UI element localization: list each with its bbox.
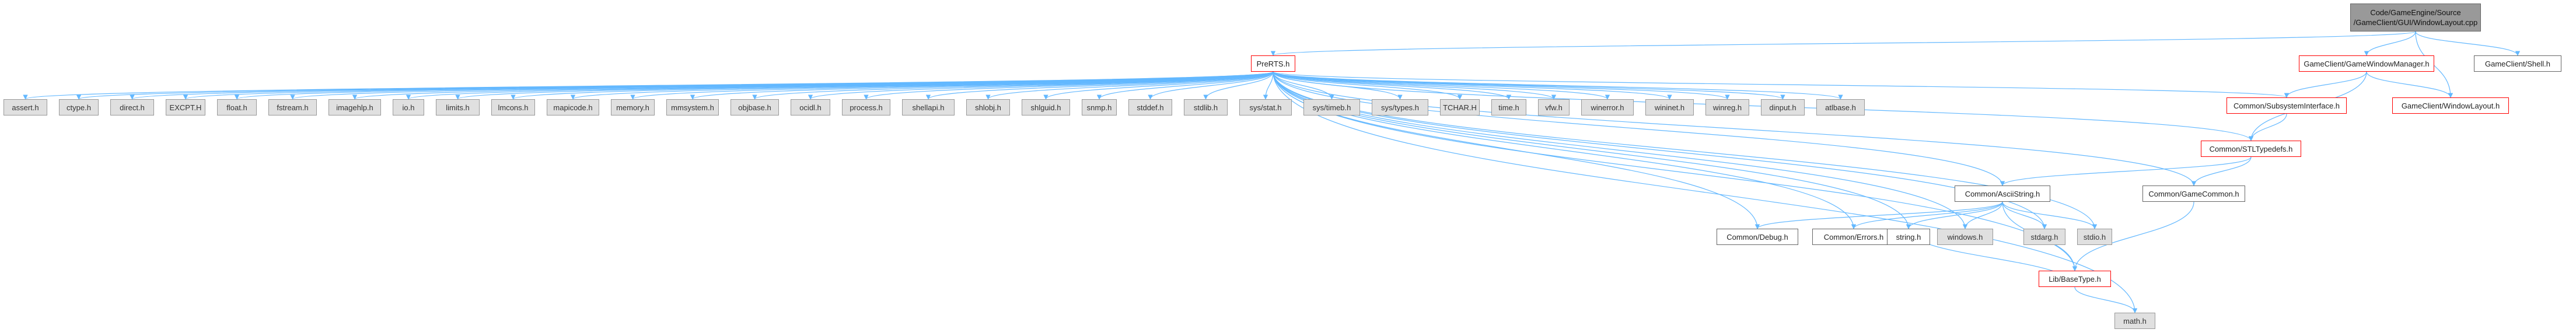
edge-gwm-to-wl [2366, 71, 2453, 98]
node-debug[interactable]: Common/Debug.h [1717, 229, 1798, 245]
node-math-h[interactable]: math.h [2114, 313, 2155, 329]
system-header-process-h[interactable]: process.h [842, 99, 890, 116]
system-header-time-h[interactable]: time.h [1491, 99, 1526, 116]
system-header-winreg-h[interactable]: winreg.h [1705, 99, 1749, 116]
system-header-stddef-h[interactable]: stddef.h [1128, 99, 1172, 116]
system-header-fstream-h[interactable]: fstream.h [268, 99, 317, 116]
edge-prerts-to-system-header-atlbase-h [1273, 71, 1843, 100]
edge-root-to-node-game-window-manager [2364, 31, 2416, 56]
edge-prerts-to-system-header-stddef-h [1148, 71, 1274, 100]
node-game-window-manager[interactable]: GameClient/GameWindowManager.h [2299, 55, 2434, 72]
edge-prerts-to-system-header-time-h [1273, 71, 1512, 100]
edge-prerts-to-node-ascii-string [1273, 71, 2005, 186]
system-header-mapicode-h[interactable]: mapicode.h [547, 99, 599, 116]
node-base-type[interactable]: Lib/BaseType.h [2039, 271, 2111, 287]
system-header-mmsystem-h[interactable]: mmsystem.h [666, 99, 719, 116]
edge-basetype-to-math [2074, 286, 2138, 313]
edge-prerts-to-system-header-snmp-h [1096, 71, 1274, 100]
edge-prerts-to-system-header-wininet-h [1273, 71, 1672, 100]
edge-stl-to-ascii [2000, 156, 2252, 186]
edge-prerts-to-system-header-float-h [235, 71, 1274, 100]
system-header-snmp-h[interactable]: snmp.h [1082, 99, 1117, 116]
node-subsystem-interface[interactable]: Common/SubsystemInterface.h [2227, 97, 2347, 114]
edge-prerts-to-node-string-h [1273, 71, 1911, 229]
system-header-io-h[interactable]: io.h [393, 99, 424, 116]
system-header-objbase-h[interactable]: objbase.h [730, 99, 779, 116]
node-string-h[interactable]: string.h [1887, 229, 1930, 245]
system-header-shlobj-h[interactable]: shlobj.h [966, 99, 1010, 116]
edge-prerts-to-system-header-shlobj-h [985, 71, 1274, 100]
edge-ascii-to-node-string-h [1906, 201, 2003, 229]
edge-gamecommon-to-basetype [2072, 201, 2194, 271]
system-header-winerror-h[interactable]: winerror.h [1581, 99, 1634, 116]
edge-prerts-to-system-header-winerror-h [1273, 71, 1610, 100]
root-label-line-2: /GameClient/GUI/WindowLayout.cpp [2353, 18, 2478, 27]
root-node[interactable]: Code/GameEngine/Source /GameClient/GUI/W… [2350, 4, 2481, 32]
system-header-wininet-h[interactable]: wininet.h [1645, 99, 1694, 116]
edge-ascii-to-node-debug [1754, 201, 2003, 229]
system-header-atlbase-h[interactable]: atlbase.h [1816, 99, 1865, 116]
system-header-sys-timeb-h[interactable]: sys/timeb.h [1303, 99, 1360, 116]
edge-ascii-to-node-windows-h [1962, 201, 2003, 229]
node-ascii-string[interactable]: Common/AsciiString.h [1955, 186, 2050, 202]
node-stdarg-h[interactable]: stdarg.h [2023, 229, 2065, 245]
dependency-edges [23, 31, 2521, 313]
system-header-vfw-h[interactable]: vfw.h [1538, 99, 1570, 116]
edge-prerts-to-system-header-sys-stat-h [1263, 71, 1274, 100]
edge-ascii-to-node-errors [1851, 201, 2003, 229]
edge-prerts-to-node-subsystem-interface [1273, 71, 2289, 98]
edge-prerts-to-system-header-stdlib-h [1203, 71, 1274, 100]
edge-prerts-to-system-header-tchar-h [1273, 71, 1463, 100]
system-header-sys-stat-h[interactable]: sys/stat.h [1239, 99, 1292, 116]
system-header-limits-h[interactable]: limits.h [436, 99, 480, 116]
root-label-line-1: Code/GameEngine/Source [2370, 8, 2461, 17]
system-header-tchar-h[interactable]: TCHAR.H [1440, 99, 1480, 116]
edge-prerts-to-system-header-dinput-h [1273, 71, 1785, 100]
edge-prerts-to-node-game-common [1273, 71, 2197, 186]
edge-prerts-to-system-header-shellapi-h [925, 71, 1274, 100]
system-header-stdlib-h[interactable]: stdlib.h [1184, 99, 1228, 116]
system-header-imagehlp-h[interactable]: imagehlp.h [328, 99, 381, 116]
node-errors[interactable]: Common/Errors.h [1812, 229, 1895, 245]
system-header-float-h[interactable]: float.h [217, 99, 257, 116]
node-game-shell[interactable]: GameClient/Shell.h [2474, 55, 2561, 72]
node-window-layout[interactable]: GameClient/WindowLayout.h [2392, 97, 2509, 114]
edge-prerts-to-node-windows-h [1273, 71, 1968, 229]
system-header-excpt-h[interactable]: EXCPT.H [166, 99, 205, 116]
system-header-shlguid-h[interactable]: shlguid.h [1022, 99, 1070, 116]
node-stdio-h[interactable]: stdio.h [2077, 229, 2112, 245]
edge-prerts-to-system-header-shlguid-h [1043, 71, 1274, 100]
edge-stl-to-gamecommon [2191, 156, 2252, 186]
system-header-sys-types-h[interactable]: sys/types.h [1372, 99, 1428, 116]
system-header-lmcons-h[interactable]: lmcons.h [491, 99, 535, 116]
edge-root-to-node-prerts [1271, 31, 2416, 56]
edge-root-to-node-game-shell [2415, 31, 2521, 56]
edge-prerts-to-system-header-vfw-h [1273, 71, 1557, 100]
system-header-direct-h[interactable]: direct.h [110, 99, 154, 116]
system-header-dinput-h[interactable]: dinput.h [1761, 99, 1805, 116]
edge-prerts-to-system-header-process-h [864, 71, 1274, 100]
edge-gwm-to-subsys [2284, 71, 2367, 98]
edge-prerts-to-system-header-sys-timeb-h [1273, 71, 1334, 100]
edge-subsys-to-stl [2248, 113, 2287, 141]
node-prerts[interactable]: PreRTS.h [1251, 55, 1295, 72]
edge-prerts-to-node-math-h [1273, 71, 2138, 313]
system-header-assert-h[interactable]: assert.h [4, 99, 47, 116]
system-header-ocidl-h[interactable]: ocidl.h [791, 99, 830, 116]
system-header-shellapi-h[interactable]: shellapi.h [902, 99, 955, 116]
system-header-ctype-h[interactable]: ctype.h [59, 99, 99, 116]
node-stl-typedefs[interactable]: Common/STLTypedefs.h [2201, 141, 2301, 157]
system-header-memory-h[interactable]: memory.h [611, 99, 655, 116]
edge-ascii-to-node-stdio-h [2002, 201, 2098, 229]
edge-ascii-to-node-stdarg-h [2002, 201, 2047, 229]
node-game-common[interactable]: Common/GameCommon.h [2142, 186, 2245, 202]
node-windows-h[interactable]: windows.h [1937, 229, 1993, 245]
edge-prerts-to-system-header-limits-h [455, 71, 1274, 100]
